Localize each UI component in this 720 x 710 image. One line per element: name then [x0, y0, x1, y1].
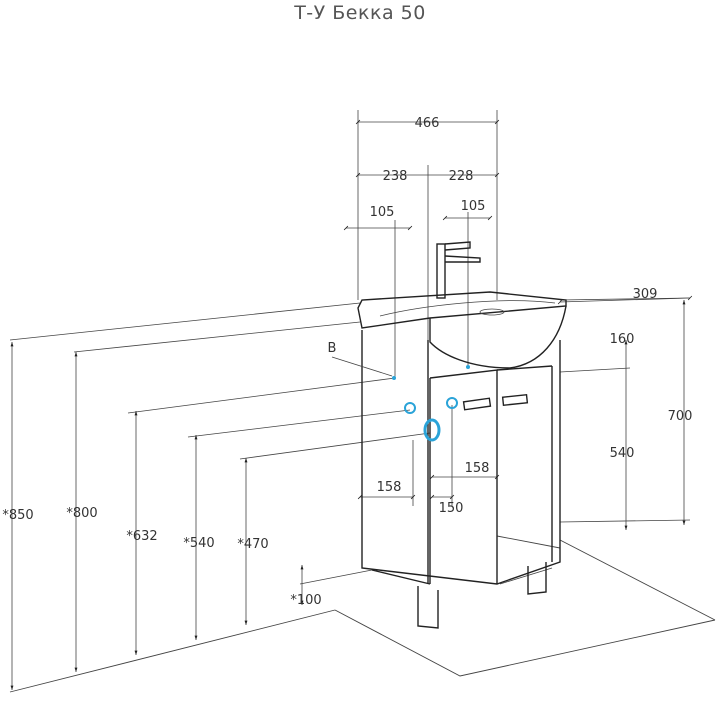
- dim-470: *470: [237, 537, 268, 552]
- cabinet-body: [361, 330, 561, 585]
- drain-marker: [466, 365, 470, 369]
- water-inlet-icon: [446, 397, 458, 409]
- connection-points: [392, 365, 470, 442]
- dim-466: 466: [415, 116, 440, 131]
- dim-228: 228: [449, 169, 474, 184]
- dim-238: 238: [383, 169, 408, 184]
- diagram-title: Т-У Бекка 50: [294, 2, 426, 24]
- dim-150: 150: [439, 501, 464, 516]
- floor-outline: [9, 535, 716, 693]
- top-dimension-lines: [343, 110, 693, 506]
- dim-800: *800: [66, 506, 97, 521]
- cabinet-legs: [417, 562, 547, 629]
- drain-outlet-icon: [423, 418, 441, 442]
- dim-309: 309: [633, 287, 658, 302]
- door-handles: [462, 393, 529, 411]
- dim-540-star: *540: [183, 536, 214, 551]
- dim-100: *100: [290, 593, 321, 608]
- dimension-labels: 466 238 228 105 105 309 160 700 540 *850…: [2, 116, 692, 608]
- dim-160: 160: [610, 332, 635, 347]
- dim-632: *632: [126, 529, 157, 544]
- dim-105-right: 105: [461, 199, 486, 214]
- dim-700: 700: [668, 409, 693, 424]
- dim-540: 540: [610, 446, 635, 461]
- point-b-marker: [392, 376, 396, 380]
- washbasin: [357, 291, 567, 369]
- vertical-dimension-lines: [10, 300, 686, 690]
- faucet-icon: [436, 241, 481, 299]
- reference-lines: [9, 297, 691, 585]
- point-b-label: B: [328, 341, 337, 356]
- dim-105-left: 105: [370, 205, 395, 220]
- dim-850: *850: [2, 508, 33, 523]
- dim-158-right: 158: [465, 461, 490, 476]
- dim-158-left: 158: [377, 480, 402, 495]
- water-inlet-icon: [404, 402, 416, 414]
